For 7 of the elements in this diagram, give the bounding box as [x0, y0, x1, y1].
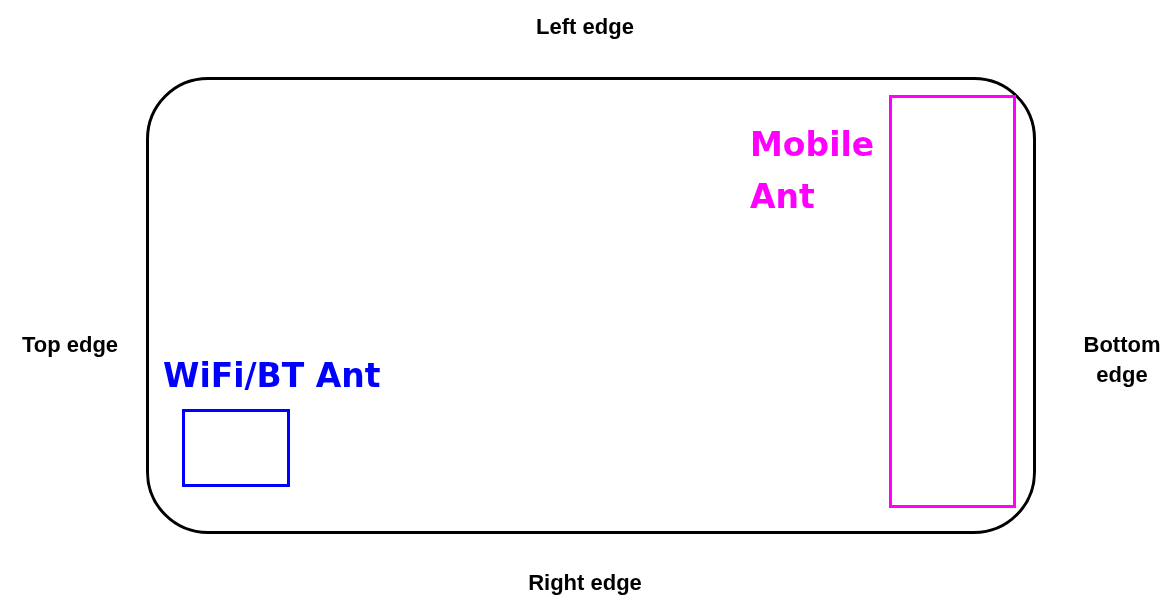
- side-label: Right edge: [527, 569, 643, 597]
- antenna-label: WiFi/BT Ant: [163, 355, 382, 397]
- side-label: Bottom edge: [1082, 331, 1162, 389]
- side-label: Left edge: [535, 13, 635, 41]
- antenna-label: Mobile Ant: [750, 124, 876, 218]
- side-label: Top edge: [20, 331, 120, 359]
- device-outline: [146, 77, 1036, 534]
